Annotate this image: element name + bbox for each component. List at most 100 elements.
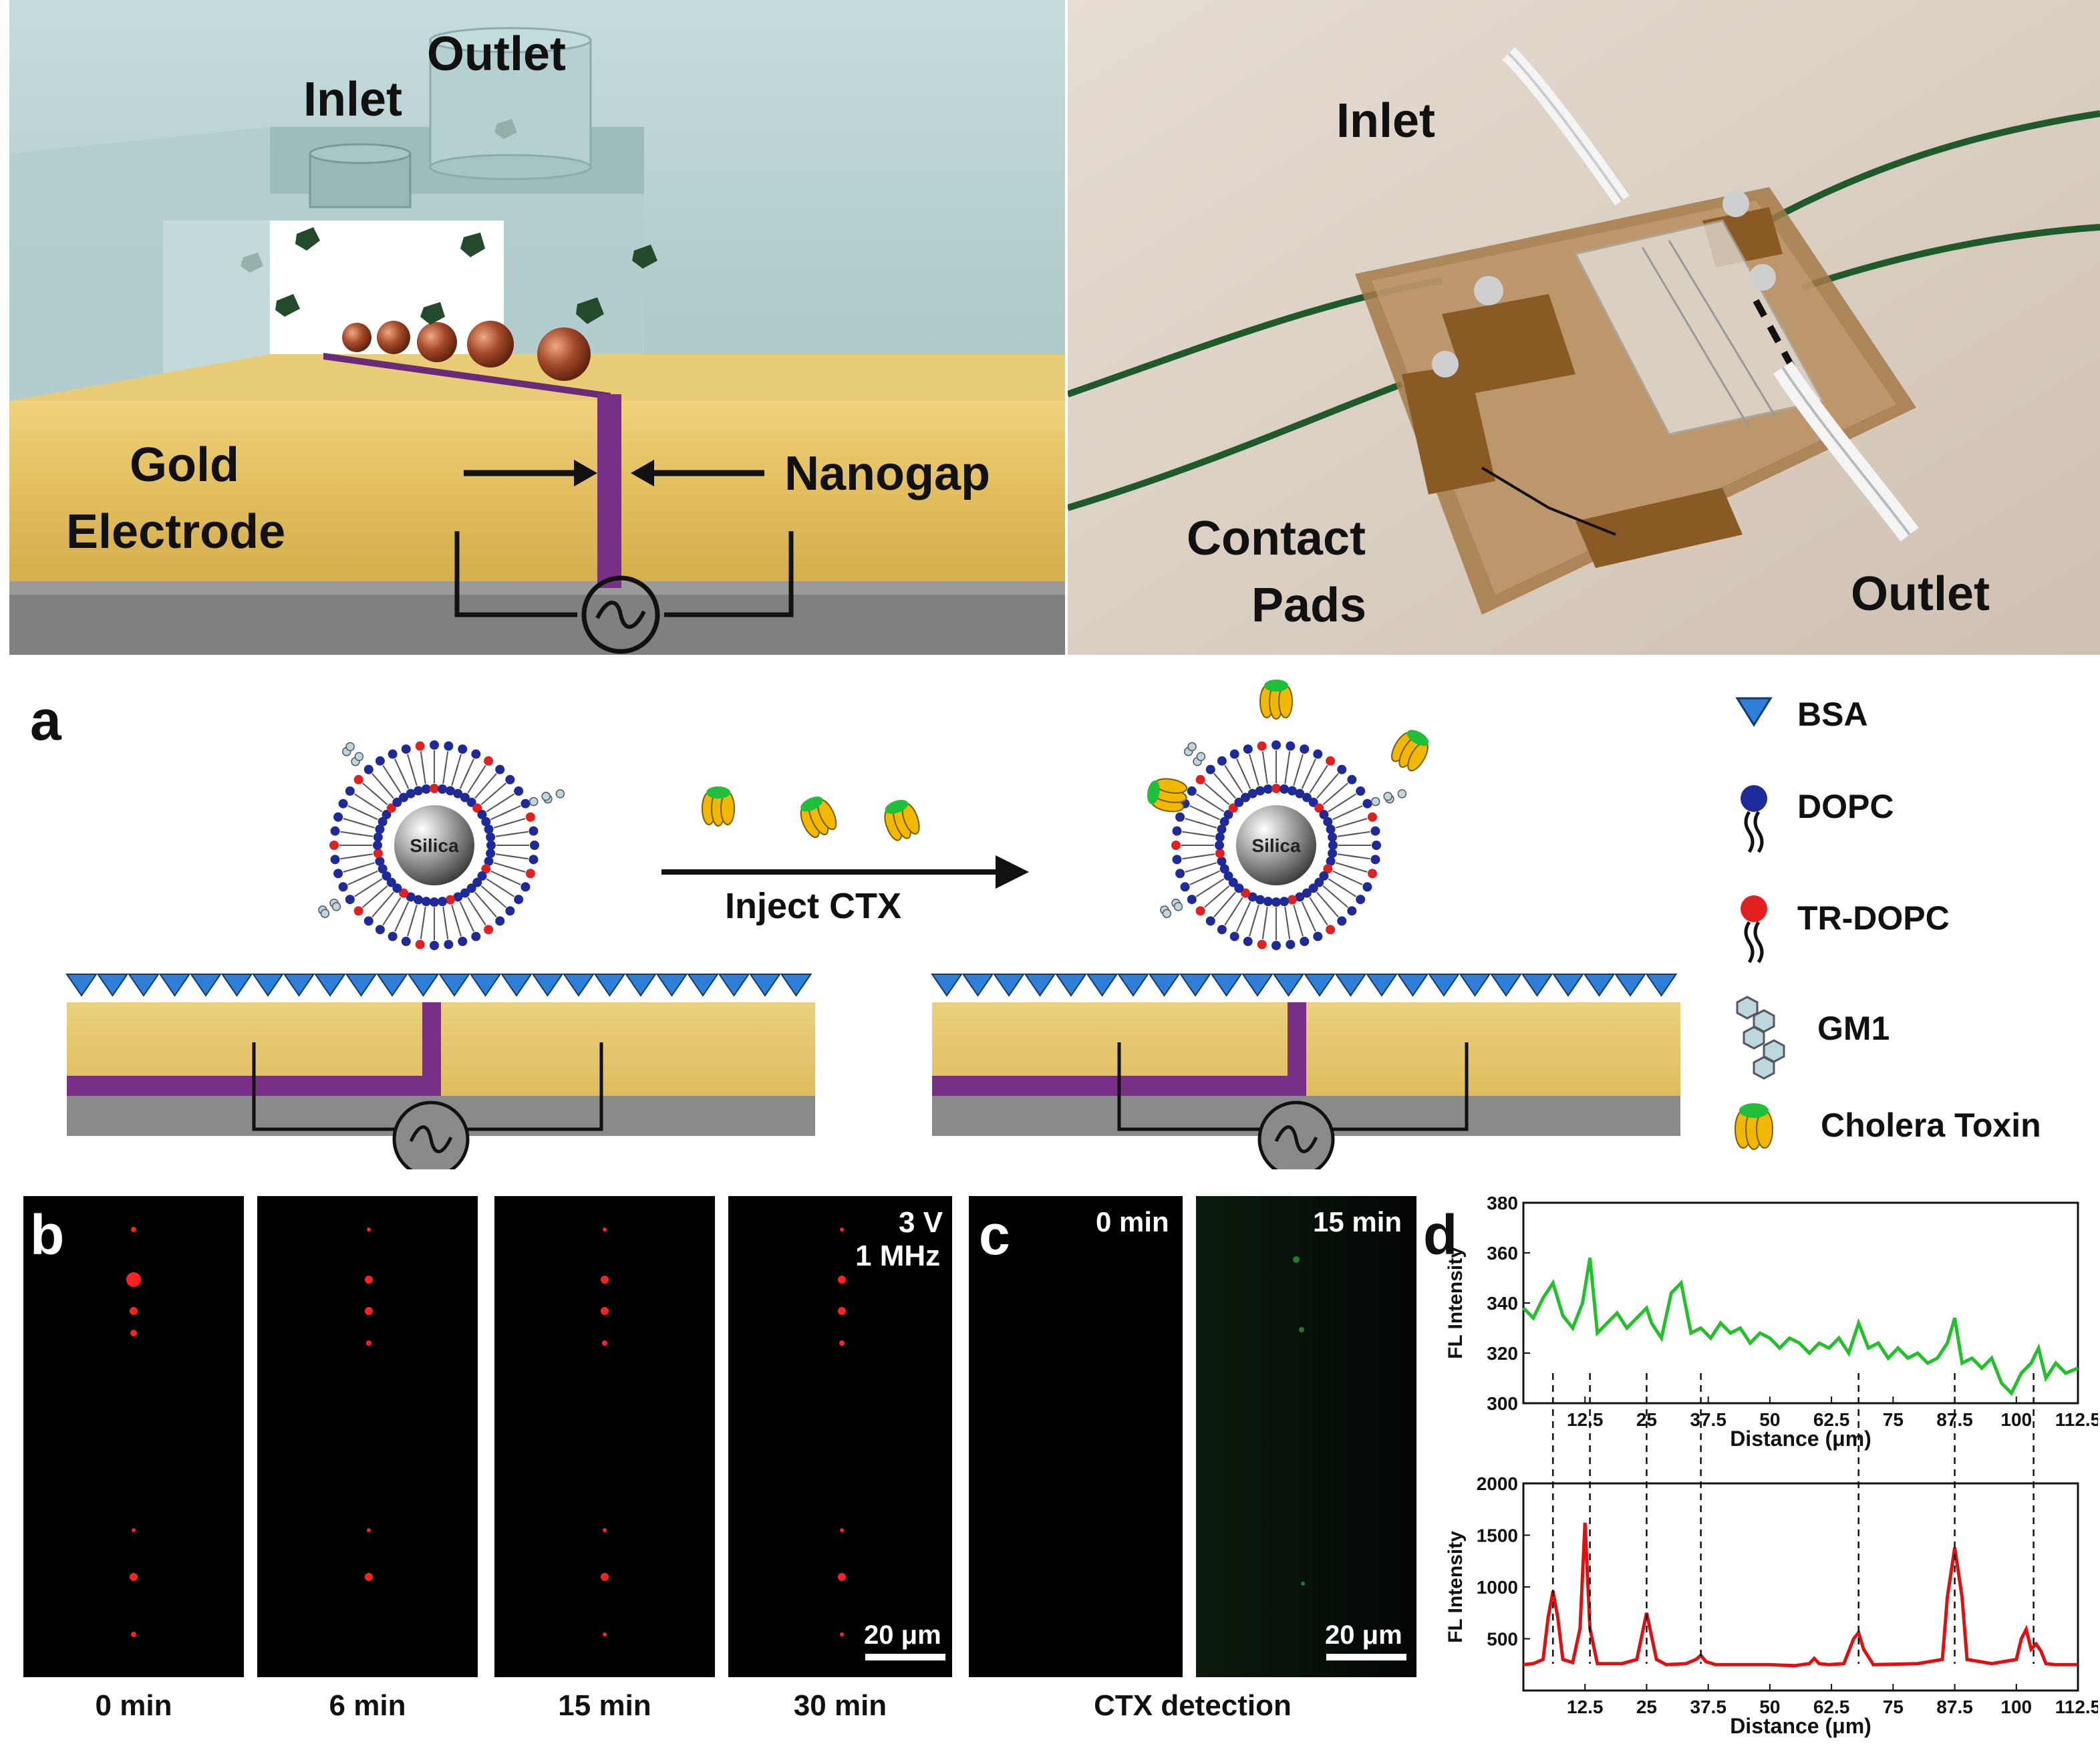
gm1-unit xyxy=(1162,909,1172,918)
bsa-triangle xyxy=(1272,974,1305,997)
lipid-head xyxy=(530,841,539,850)
lipid-head xyxy=(453,788,463,798)
lipid-head xyxy=(466,883,476,893)
x-tick-label: 75 xyxy=(1883,1409,1904,1430)
bsa-triangle xyxy=(749,974,781,997)
gm1-unit xyxy=(555,789,565,798)
toxin-icon xyxy=(1735,1103,1773,1150)
lipid-head xyxy=(392,797,402,807)
lipid-head xyxy=(1229,931,1239,941)
bsa-triangle xyxy=(345,974,378,997)
frequency-label: 1 MHz xyxy=(855,1240,941,1272)
bsa-triangle xyxy=(1645,974,1678,997)
series-line xyxy=(1522,1258,2079,1397)
lipid-head xyxy=(1326,925,1336,935)
bsa-triangle xyxy=(563,974,595,997)
x-tick-label: 62.5 xyxy=(1813,1409,1850,1430)
bsa-triangle xyxy=(1459,974,1491,997)
lipid-head xyxy=(1326,825,1336,835)
lipid-head xyxy=(1280,784,1290,794)
lipid-head xyxy=(1302,888,1312,898)
lipid-head xyxy=(1313,749,1323,759)
lipid-head xyxy=(1271,897,1281,907)
scale-bar-label-b: 20 μm xyxy=(864,1620,941,1650)
lipid-head xyxy=(1287,895,1297,905)
bsa-triangle xyxy=(65,974,98,997)
lipid-head xyxy=(1328,841,1338,850)
lipid-head xyxy=(329,841,339,850)
lipid-head xyxy=(1326,756,1336,766)
bsa-triangle xyxy=(1583,974,1616,997)
silica-core-label-right: Silica xyxy=(1251,835,1301,856)
lipid-head xyxy=(1328,849,1338,859)
lipid-head xyxy=(430,740,439,750)
bsa-triangle xyxy=(1210,974,1243,997)
lipid-head xyxy=(401,744,411,754)
legend-bsa: BSA xyxy=(1797,696,1868,733)
legend-dopc: DOPC xyxy=(1797,788,1894,825)
lipid-head xyxy=(1300,936,1310,946)
lipid-head xyxy=(495,916,505,926)
lipid-head xyxy=(505,906,515,916)
lipid-head xyxy=(1215,832,1225,842)
bsa-triangle xyxy=(993,974,1025,997)
lipid-head xyxy=(375,925,385,935)
lipid-head xyxy=(1247,788,1257,798)
x-tick-label: 25 xyxy=(1636,1697,1657,1717)
lipid-head xyxy=(1323,817,1333,827)
lipid-head xyxy=(1241,792,1251,803)
bsa-triangle xyxy=(1428,974,1460,997)
lipid-head xyxy=(1241,888,1251,898)
gm1-unit xyxy=(1397,789,1407,798)
x-tick-label: 50 xyxy=(1759,1409,1780,1430)
lipid-head xyxy=(477,810,487,820)
lipid-head xyxy=(1187,786,1197,796)
lipid-head xyxy=(520,798,531,809)
lipid-head xyxy=(353,906,363,916)
lipid-head xyxy=(414,786,424,796)
lipid-head xyxy=(1175,812,1185,822)
lipid-head xyxy=(1287,786,1297,796)
lipid-head xyxy=(1217,825,1227,835)
lipid-head xyxy=(1257,939,1267,950)
bsa-triangle xyxy=(687,974,719,997)
lipid-head xyxy=(505,774,515,784)
bsa-triangle xyxy=(1024,974,1056,997)
gm1-unit xyxy=(1196,752,1206,762)
lipid-head xyxy=(1314,803,1324,813)
x-axis-label: Distance (μm) xyxy=(1730,1427,1871,1451)
lipid-head xyxy=(1271,740,1281,750)
bsa-triangle xyxy=(1117,974,1149,997)
lipid-head xyxy=(484,856,494,866)
voltage-label: 3 V xyxy=(899,1206,943,1239)
bsa-triangle xyxy=(96,974,129,997)
lipid-head xyxy=(495,764,505,774)
lipid-head xyxy=(438,897,448,907)
triangle-icon xyxy=(1735,697,1773,727)
gm1-unit xyxy=(354,752,364,762)
bsa-triangle xyxy=(500,974,533,997)
lipid-head xyxy=(458,936,468,946)
lipid-head xyxy=(363,764,373,774)
lipid-head xyxy=(1319,871,1329,881)
y-tick-label: 300 xyxy=(1487,1393,1518,1414)
bsa-triangle xyxy=(1148,974,1181,997)
lipid-head xyxy=(373,832,383,842)
lipid-head xyxy=(1356,895,1366,905)
bsa-triangle xyxy=(314,974,346,997)
bsa-triangle xyxy=(1241,974,1273,997)
legend-gm1: GM1 xyxy=(1817,1010,1890,1047)
lipid-head xyxy=(399,792,409,803)
lipid-head xyxy=(1171,841,1181,850)
lipid-head xyxy=(445,895,455,905)
lipid-head xyxy=(1180,882,1190,892)
lipid-head xyxy=(333,812,343,822)
y-tick-label: 380 xyxy=(1487,1193,1518,1213)
lipid-head xyxy=(1219,817,1229,827)
lipid-head xyxy=(406,788,416,798)
bsa-triangle xyxy=(1366,974,1398,997)
lipid-head xyxy=(1175,869,1185,879)
y-tick-label: 340 xyxy=(1487,1293,1518,1314)
lipid-head xyxy=(1195,774,1205,784)
